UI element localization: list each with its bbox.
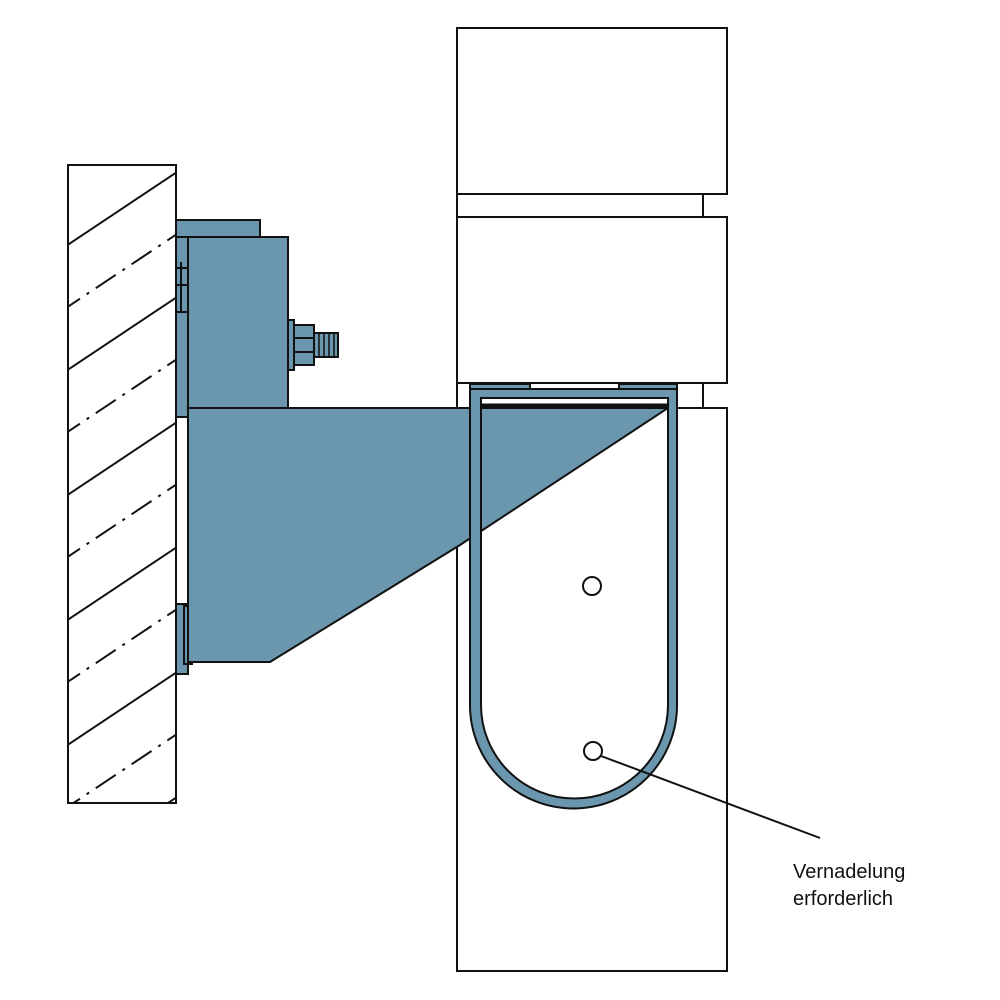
hatch-line: [68, 171, 176, 246]
anchor-plate-top: [175, 219, 261, 238]
annotation-line-1: Vernadelung: [793, 861, 905, 883]
masonry-block-top: [456, 27, 728, 195]
masonry-column: [456, 27, 728, 972]
hatch-line: [68, 671, 176, 746]
hatch-dashdot-line: [68, 233, 176, 308]
hatch-dashdot-line: [68, 483, 176, 558]
nut: [293, 324, 315, 366]
hatch-line: [68, 296, 176, 371]
steel-bracket: [175, 219, 678, 810]
hatch-dashdot-line: [68, 358, 176, 433]
pin-hole-upper: [582, 576, 602, 596]
leader-line: [600, 755, 821, 839]
u-stirrup: [469, 388, 678, 810]
pin-hole-lower: [583, 741, 603, 761]
hatch-line: [68, 421, 176, 496]
wall-hatching-dashdot: [68, 233, 176, 803]
annotation-line-2: erforderlich: [793, 888, 893, 910]
anchor-plate: [175, 219, 189, 418]
wall-hatching: [68, 171, 176, 803]
hatch-dashdot-line: [68, 608, 176, 683]
hatch-dashdot-line: [71, 733, 176, 803]
bracket-head-plate: [187, 236, 289, 410]
masonry-block-middle: [456, 216, 728, 384]
hatch-line: [68, 546, 176, 621]
concrete-wall: [67, 164, 177, 804]
bolt-thread-lines: [318, 333, 335, 357]
masonry-joint-top: [456, 193, 704, 218]
hatch-line: [166, 796, 176, 803]
wall-outline: [67, 164, 177, 804]
